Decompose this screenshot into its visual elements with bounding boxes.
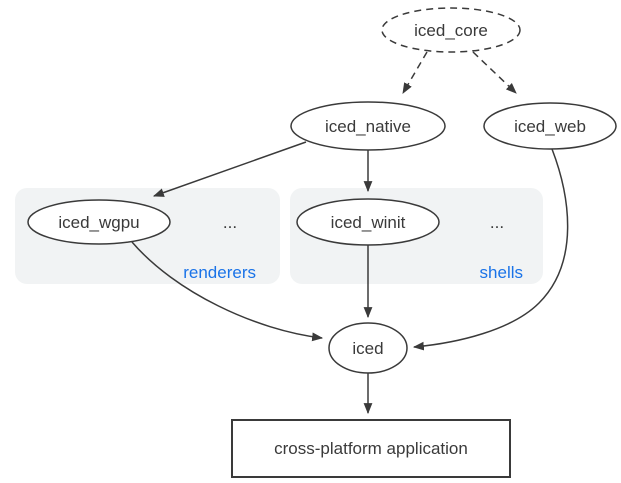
node-iced-wgpu: iced_wgpu: [27, 199, 171, 245]
node-iced-core: iced_core: [381, 7, 521, 53]
iced-wgpu-ellipse: [27, 199, 171, 245]
node-application: cross-platform application: [231, 419, 511, 478]
renderers-group-label: renderers: [183, 263, 256, 282]
iced-label: iced: [352, 339, 383, 358]
node-iced-winit: iced_winit: [296, 198, 440, 246]
edge-iced-native-to-iced-wgpu: [152, 141, 307, 197]
shells-ellipsis: ...: [490, 213, 504, 232]
edge-iced-core-to-iced-native: [402, 51, 428, 94]
edge-iced-web-to-iced: [412, 148, 569, 351]
renderers-ellipsis: ...: [223, 213, 237, 232]
iced-winit-label: iced_winit: [331, 213, 406, 232]
shells-group-label: shells: [480, 263, 523, 282]
iced-web-label: iced_web: [514, 117, 586, 136]
node-iced-native: iced_native: [290, 101, 446, 151]
node-iced-web: iced_web: [483, 102, 617, 150]
application-label: cross-platform application: [274, 439, 468, 458]
iced-ellipse: [328, 322, 408, 374]
edge-iced-core-to-iced-web: [472, 51, 517, 94]
iced-core-ellipse: [381, 7, 521, 53]
edge-iced-wgpu-to-iced: [131, 241, 324, 342]
application-rect: [231, 419, 511, 478]
iced-native-label: iced_native: [325, 117, 411, 136]
iced-core-label: iced_core: [414, 21, 488, 40]
node-iced: iced: [328, 322, 408, 374]
iced-wgpu-label: iced_wgpu: [58, 213, 139, 232]
iced-native-ellipse: [290, 101, 446, 151]
iced-web-ellipse: [483, 102, 617, 150]
iced-winit-ellipse: [296, 198, 440, 246]
